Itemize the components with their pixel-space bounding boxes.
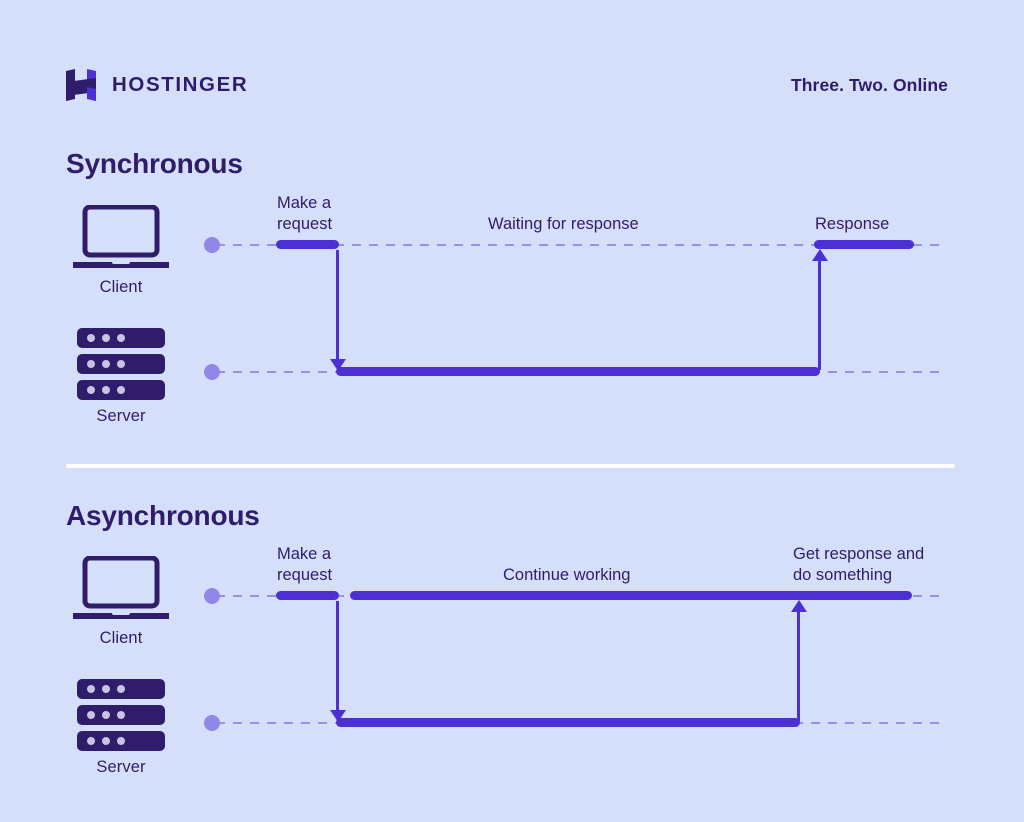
sequence-diagram-asynchronous: Client Server	[0, 541, 1024, 791]
server-led-dot	[117, 737, 125, 745]
server-led-dot	[102, 386, 110, 394]
activation-bar-response	[814, 240, 914, 249]
actor-client-async: Client	[66, 556, 176, 648]
annotation-continue-working: Continue working	[503, 566, 631, 584]
server-unit	[77, 705, 165, 725]
annotation-make-request-sync: Make a request	[277, 194, 333, 233]
activation-bar-server-processing	[336, 367, 820, 376]
server-led-dot	[117, 386, 125, 394]
annotation-waiting-for-response: Waiting for response	[488, 215, 639, 233]
activation-bar-continue-working	[350, 591, 912, 600]
activation-bar-make-request	[276, 591, 339, 600]
server-led-dot	[117, 685, 125, 693]
server-led-dot	[87, 711, 95, 719]
lifeline-start-dot	[204, 588, 220, 604]
actor-label-client: Client	[99, 278, 143, 296]
actor-label-server: Server	[96, 407, 146, 425]
server-unit	[77, 354, 165, 374]
section-title-synchronous: Synchronous	[66, 148, 243, 179]
sequence-diagram-synchronous: Client Server	[0, 190, 1024, 440]
section-divider	[66, 464, 955, 468]
brand-lockup: HOSTINGER	[66, 69, 248, 101]
server-led-dot	[102, 711, 110, 719]
annotation-make-request-async: Make a request	[277, 545, 333, 584]
actor-client-sync: Client	[66, 205, 176, 297]
activation-bar-server-processing	[336, 718, 800, 727]
page-header: HOSTINGER Three. Two. Online	[66, 62, 948, 108]
laptop-icon	[73, 205, 169, 268]
lifeline-rail	[216, 244, 940, 246]
server-unit	[77, 380, 165, 400]
arrowhead-down-icon	[329, 359, 346, 371]
laptop-icon	[73, 556, 169, 619]
message-arrow-request-sync	[329, 250, 346, 371]
server-led-dot	[102, 334, 110, 342]
server-led-dot	[87, 386, 95, 394]
server-led-dot	[117, 334, 125, 342]
lifeline-start-dot	[204, 364, 220, 380]
brand-name: HOSTINGER	[112, 73, 249, 96]
server-led-dot	[102, 737, 110, 745]
arrowhead-up-icon	[790, 600, 807, 612]
hostinger-h-logo-icon	[66, 69, 96, 101]
server-unit	[77, 731, 165, 751]
tagline: Three. Two. Online	[790, 74, 948, 95]
lifeline-start-dot	[204, 715, 220, 731]
server-led-dot	[87, 685, 95, 693]
actor-server-async: Server	[66, 679, 176, 777]
message-arrow-response-sync	[811, 249, 828, 370]
server-led-dot	[102, 360, 110, 368]
message-arrow-response-async	[790, 600, 807, 721]
server-unit	[77, 679, 165, 699]
lifeline-start-dot	[204, 237, 220, 253]
actor-label-server: Server	[96, 758, 146, 776]
annotation-get-response: Get response and do something	[793, 545, 925, 584]
server-led-dot	[102, 685, 110, 693]
arrowhead-up-icon	[811, 249, 828, 261]
server-unit	[77, 328, 165, 348]
activation-bar-make-request	[276, 240, 339, 249]
section-title-asynchronous: Asynchronous	[66, 500, 260, 531]
server-rack-icon	[77, 679, 165, 751]
server-rack-icon	[77, 328, 165, 400]
server-led-dot	[87, 360, 95, 368]
message-arrow-request-async	[329, 601, 346, 722]
actor-server-sync: Server	[66, 328, 176, 426]
annotation-response: Response	[815, 215, 890, 233]
actor-label-client: Client	[99, 629, 143, 647]
arrowhead-down-icon	[329, 710, 346, 722]
server-led-dot	[87, 737, 95, 745]
server-led-dot	[117, 360, 125, 368]
server-led-dot	[117, 711, 125, 719]
server-led-dot	[87, 334, 95, 342]
